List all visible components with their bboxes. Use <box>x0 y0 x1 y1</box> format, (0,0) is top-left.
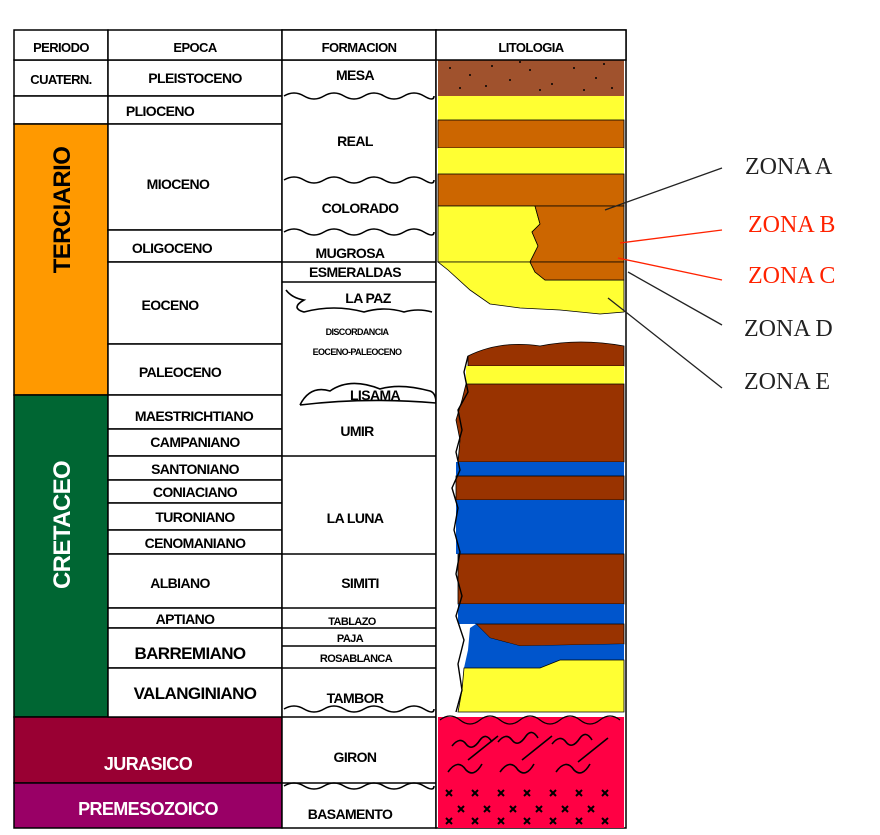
lith-plioceno-sand <box>438 96 624 120</box>
epoch-mioceno: MIOCENO <box>147 176 210 192</box>
formation-mugrosa: MUGROSA <box>316 245 385 261</box>
epoch-grid <box>107 59 283 718</box>
formation-rosablanca: ROSABLANCA <box>320 653 393 665</box>
epoch-coniaciano: CONIACIANO <box>153 484 238 500</box>
lith-mugrosa-sand-wedge <box>437 205 541 263</box>
formation-basamento: BASAMENTO <box>308 806 393 822</box>
formation-mesa: MESA <box>336 67 375 83</box>
period-cuaternario-cell <box>13 59 109 97</box>
epoch-cenomaniano: CENOMANIANO <box>145 535 246 551</box>
formation-paja: PAJA <box>337 633 364 645</box>
formation-discordancia-line1: DISCORDANCIA <box>326 327 390 337</box>
epoch-maestrichtiano: MAESTRICHTIANO <box>135 408 254 424</box>
zona-a-label: ZONA A <box>745 154 833 180</box>
lith-mesa-conglomerate <box>438 60 624 96</box>
lith-laluna-shale-1 <box>455 475 625 501</box>
zona-a-leader <box>604 167 723 211</box>
formation-esmeraldas: ESMERALDAS <box>309 264 401 280</box>
epoch-oligoceno: OLIGOCENO <box>132 240 213 256</box>
epoch-albiano: ALBIANO <box>150 575 210 591</box>
formation-tablazo: TABLAZO <box>328 616 377 628</box>
lith-colorado-shale <box>437 173 625 207</box>
period-terciario-label: TERCIARIO <box>49 147 76 274</box>
period-premesozoico-cell <box>13 782 283 829</box>
formation-la-luna: LA LUNA <box>327 510 384 526</box>
lith-lisama-sand <box>466 366 624 384</box>
zona-b-leader <box>619 229 723 244</box>
lith-simiti-shale <box>457 553 625 605</box>
mesa-dots <box>449 61 613 91</box>
formation-umir: UMIR <box>340 423 374 439</box>
header-epoca: EPOCA <box>173 40 217 55</box>
period-terciario-cell <box>13 123 109 396</box>
header-row <box>13 29 627 61</box>
zona-c-label: ZONA C <box>748 263 835 289</box>
giron-squiggles <box>447 731 609 774</box>
epoch-turoniano: TURONIANO <box>155 509 235 525</box>
formation-column-frame <box>281 29 437 829</box>
period-cuaternario-label: CUATERN. <box>30 72 91 87</box>
lith-lower-body-outline <box>451 355 469 713</box>
lith-tablazo-limestone <box>458 604 624 624</box>
lith-umir-shale <box>455 383 625 463</box>
lith-esmeraldas-shale <box>529 261 625 281</box>
zone-leader-lines <box>604 167 723 389</box>
lith-lisama-shale-top <box>467 341 625 367</box>
header-litologia: LITOLOGIA <box>498 40 564 55</box>
lith-tambor-sand <box>457 659 625 713</box>
zona-e-label: ZONA E <box>744 369 830 395</box>
zona-e-leader <box>607 297 723 389</box>
period-premesozoico-label: PREMESOZOICO <box>78 799 218 819</box>
epoch-santoniano: SANTONIANO <box>151 461 240 477</box>
epoch-campaniano: CAMPANIANO <box>150 434 240 450</box>
epoch-plioceno: PLIOCENO <box>126 103 195 119</box>
formation-simiti: SIMITI <box>341 575 379 591</box>
period-jurasico-label: JURASICO <box>104 754 193 774</box>
epoch-pleistoceno: PLEISTOCENO <box>148 70 242 86</box>
lith-mugrosa-shale <box>529 205 625 263</box>
epoch-valanginiano: VALANGINIANO <box>134 684 257 703</box>
epoch-paleoceno: PALEOCENO <box>139 364 222 380</box>
zona-d-leader <box>627 271 723 326</box>
lith-rosablanca-limestone <box>464 624 624 668</box>
lith-laluna-limestone-1 <box>456 462 624 476</box>
lith-real-sand <box>438 148 624 174</box>
period-cretaceo-label: CRETACEO <box>49 461 76 589</box>
formation-la-paz: LA PAZ <box>345 290 391 306</box>
formation-colorado: COLORADO <box>322 200 400 216</box>
header-formacion: FORMACION <box>322 40 397 55</box>
epoch-barremiano: BARREMIANO <box>134 644 245 663</box>
header-periodo: PERIODO <box>33 40 89 55</box>
lith-real-shale <box>437 119 625 149</box>
lith-laluna-limestone-2 <box>456 500 624 554</box>
lith-basamento-igneous <box>438 783 624 828</box>
formation-tambor: TAMBOR <box>327 690 384 706</box>
lith-giron-redbeds <box>438 717 624 783</box>
period-jurasico-cell <box>13 716 283 784</box>
formation-real: REAL <box>337 133 374 149</box>
period-cretaceo-cell <box>13 394 109 718</box>
period-blank-cell <box>13 95 109 125</box>
formation-giron: GIRON <box>334 749 377 765</box>
basamento-crosses <box>445 789 609 825</box>
lith-giron-top-wave <box>439 715 621 725</box>
formation-discordancia-line2: EOCENO-PALEOCENO <box>313 347 402 357</box>
zona-b-label: ZONA B <box>748 212 835 238</box>
zona-d-label: ZONA D <box>744 316 833 342</box>
formation-lisama: LISAMA <box>350 387 401 403</box>
unconformity-lines <box>283 92 437 790</box>
epoch-aptiano: APTIANO <box>156 611 216 627</box>
epoch-eoceno: EOCENO <box>141 297 199 313</box>
zona-c-leader <box>617 257 723 281</box>
